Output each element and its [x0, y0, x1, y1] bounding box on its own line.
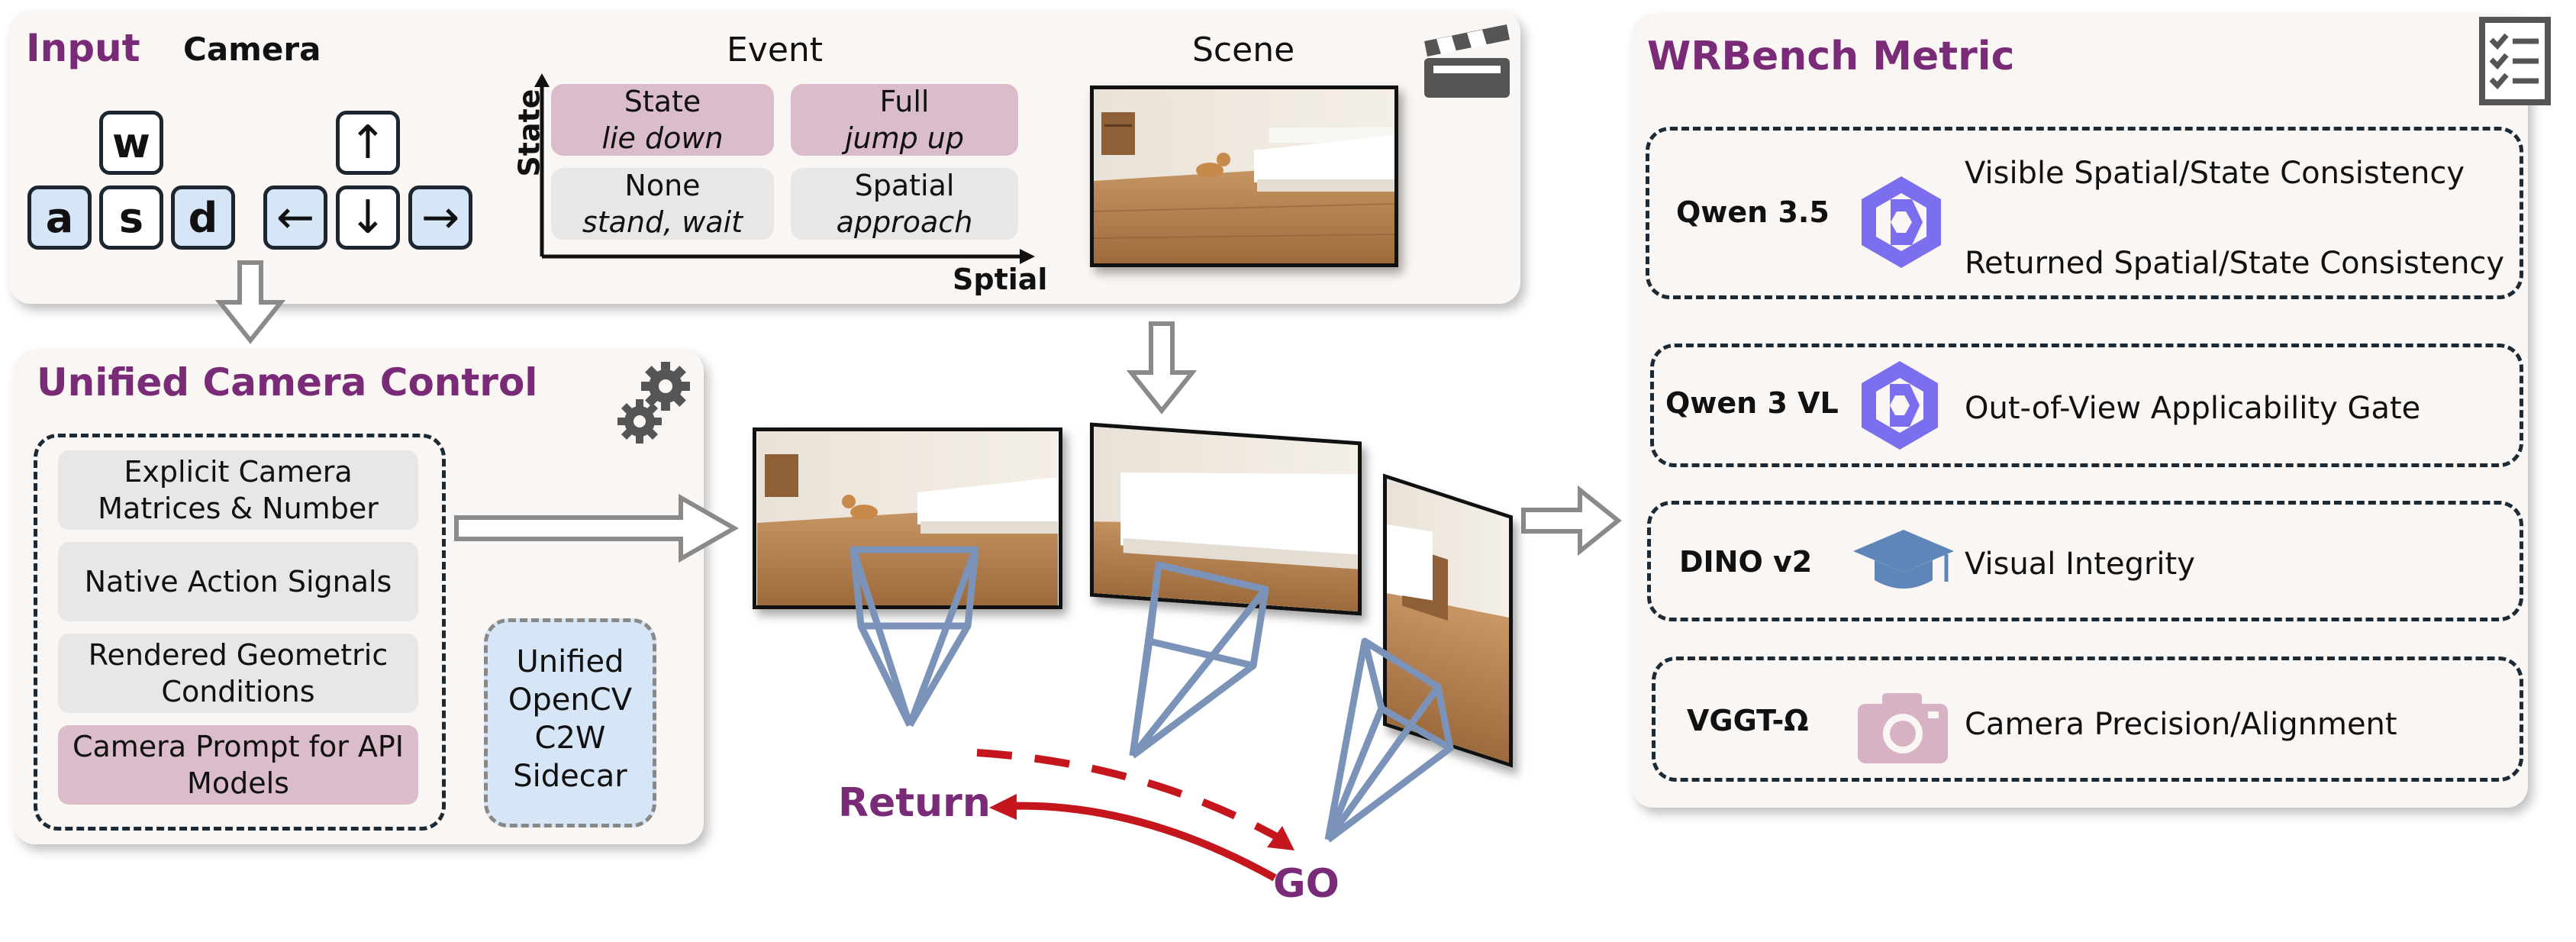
gears-icon	[617, 362, 690, 444]
video-frame-1	[753, 427, 1062, 609]
metric-text: Visible Spatial/State Consistency	[1965, 156, 2465, 191]
metric-model-label: DINO v2	[1679, 545, 1813, 579]
camera-label: Camera	[183, 31, 321, 68]
metric-row-qwen35	[1646, 127, 2523, 299]
event-cell-spatial: Spatial approach	[791, 168, 1018, 240]
metric-model-label: Qwen 3.5	[1676, 195, 1830, 229]
input-title: Input	[26, 26, 140, 70]
metric-row-qwen3vl	[1650, 344, 2523, 467]
key-right: →	[408, 185, 472, 250]
metric-panel	[1632, 14, 2528, 808]
arrow-input-to-control	[214, 260, 286, 344]
return-label: Return	[838, 780, 991, 826]
camera-frustums	[850, 546, 1454, 843]
metric-text: Camera Precision/Alignment	[1965, 707, 2397, 742]
graduation-cap-icon	[1853, 530, 1954, 589]
control-item-camera-prompt: Camera Prompt for API Models	[58, 725, 418, 805]
control-title: Unified Camera Control	[37, 360, 538, 405]
metric-text: Out-of-View Applicability Gate	[1965, 391, 2421, 426]
checklist-icon	[2479, 17, 2551, 105]
qwen-icon	[1862, 176, 1941, 268]
event-cell-example: approach	[836, 205, 973, 239]
event-cell-name: Spatial	[854, 169, 955, 202]
event-axes	[534, 73, 1035, 264]
go-label: GO	[1273, 861, 1340, 907]
control-item-rendered-geometric: Rendered Geometric Conditions	[58, 634, 418, 713]
event-cell-name: State	[624, 85, 701, 118]
event-cell-name: None	[624, 169, 701, 202]
event-cell-state: State lie down	[551, 84, 774, 156]
metric-row-dinov2	[1647, 501, 2523, 621]
key-d: d	[171, 185, 235, 250]
key-a: a	[27, 185, 92, 250]
metric-model-label: VGGT-Ω	[1687, 704, 1809, 737]
metric-model-label: Qwen 3 VL	[1665, 386, 1839, 420]
event-cell-full: Full jump up	[791, 84, 1018, 156]
sidecar-box	[484, 618, 656, 827]
event-cell-example: jump up	[844, 121, 965, 155]
clapperboard-icon	[1424, 24, 1510, 98]
event-cell-example: lie down	[601, 121, 724, 155]
event-title: Event	[727, 31, 824, 69]
key-up: ↑	[336, 111, 400, 175]
spatial-axis-label: Sptial	[953, 263, 1048, 296]
control-item-native-action: Native Action Signals	[58, 542, 418, 621]
arrow-scene-to-video	[1126, 321, 1198, 415]
key-w: w	[99, 111, 163, 175]
key-s: s	[99, 185, 163, 250]
event-cell-name: Full	[879, 85, 930, 118]
key-left: ←	[263, 185, 327, 250]
metric-text: Visual Integrity	[1965, 547, 2195, 582]
metric-title: WRBench Metric	[1647, 34, 2015, 79]
trajectory-arrows	[976, 749, 1294, 882]
scene-image	[1090, 85, 1398, 267]
metric-row-vggt	[1652, 656, 2523, 782]
control-methods-box	[34, 434, 446, 831]
metric-text: Returned Spatial/State Consistency	[1965, 246, 2505, 281]
arrow-control-to-video	[454, 493, 740, 563]
key-down: ↓	[336, 185, 400, 250]
event-cell-none: None stand, wait	[551, 168, 774, 240]
sidecar-label: Unified OpenCV C2W Sidecar	[508, 644, 633, 794]
event-cell-example: stand, wait	[582, 205, 743, 239]
arrow-video-to-metric	[1521, 485, 1622, 556]
scene-title: Scene	[1192, 31, 1295, 69]
control-item-explicit-camera: Explicit Camera Matrices & Number	[58, 450, 418, 530]
camera-icon	[1858, 693, 1948, 763]
qwen-icon	[1862, 361, 1938, 450]
